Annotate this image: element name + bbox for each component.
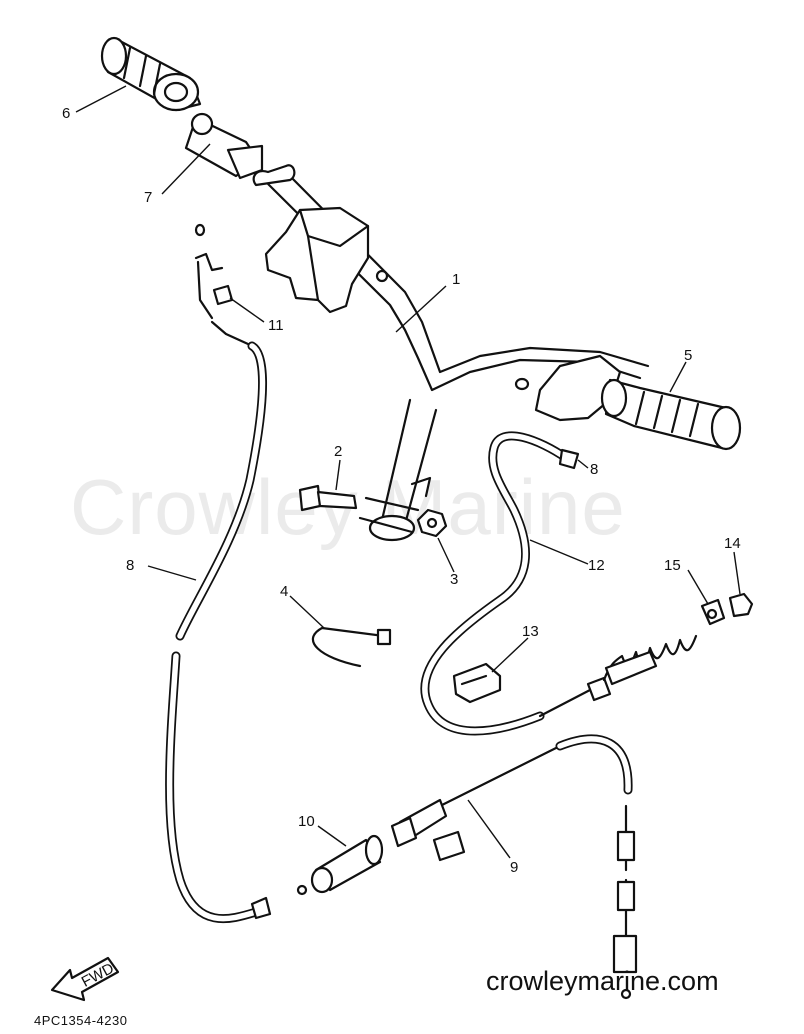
leader-lines (75, 85, 741, 859)
callout-11: 11 (268, 317, 284, 334)
bolt-part-2 (298, 484, 358, 512)
callout-12: 12 (588, 557, 605, 574)
screw-part-11 (194, 223, 234, 320)
site-url: crowleymarine.com (486, 966, 719, 996)
handlebar-part-1 (252, 164, 650, 542)
callout-13: 13 (522, 623, 539, 640)
holder-part-13 (452, 662, 502, 704)
callout-15: 15 (664, 557, 681, 574)
callout-8-secondary: 8 (590, 461, 598, 478)
callout-10: 10 (298, 813, 315, 830)
callout-5: 5 (684, 347, 692, 364)
cable-adjuster (538, 634, 698, 718)
callout-7: 7 (144, 189, 152, 206)
cable-part-12 (420, 431, 580, 736)
throttle-cable-part-9 (390, 734, 638, 1000)
grip-handle-part-10 (310, 834, 384, 894)
throttle-cable-part-8-left (165, 320, 308, 924)
grip-sleeve-part-7 (184, 112, 264, 180)
callout-2: 2 (334, 443, 342, 460)
callout-8: 8 (126, 557, 134, 574)
callout-9: 9 (510, 859, 518, 876)
throttle-grip-part-5 (514, 354, 742, 451)
fwd-arrow-icon: FWD (50, 956, 120, 1002)
callout-labels: 1 2 3 4 5 6 7 8 8 9 10 11 12 13 14 15 (62, 105, 741, 876)
left-grip-part-6 (100, 36, 202, 112)
callout-3: 3 (450, 571, 458, 588)
collar-part-15 (700, 598, 726, 626)
cap-part-14 (728, 592, 754, 618)
callout-14: 14 (724, 535, 741, 552)
callout-6: 6 (62, 105, 70, 122)
nut-part-3 (416, 508, 448, 538)
callout-1: 1 (452, 271, 460, 288)
figure-code: 4PC1354-4230 (34, 1013, 128, 1028)
switch-bracket (264, 206, 389, 314)
band-part-4 (311, 626, 392, 668)
callout-4: 4 (280, 583, 288, 600)
